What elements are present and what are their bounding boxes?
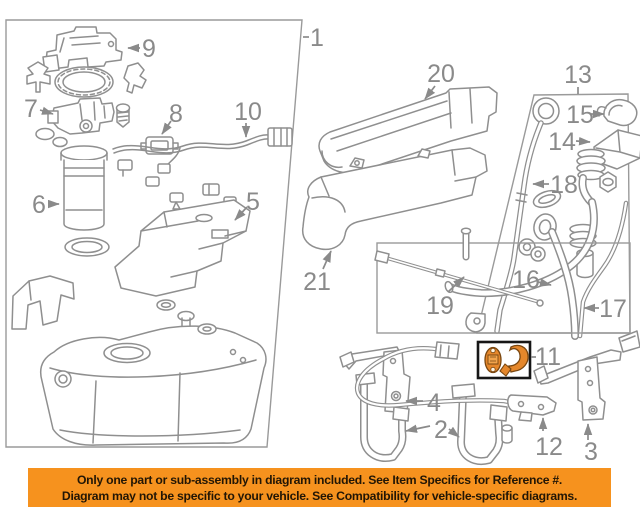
callout-11: 11: [535, 343, 561, 371]
clamp-grommet-drawing: [518, 189, 597, 279]
callout-2: 2: [434, 416, 448, 444]
part-5-shield-drawing: [114, 199, 251, 297]
callout-13: 13: [564, 61, 592, 89]
callout-1: 1: [310, 24, 324, 52]
callout-3: 3: [584, 438, 598, 466]
part-9-bracket-drawing: [42, 26, 123, 73]
callout-9: 9: [142, 35, 156, 63]
part-7-valve-drawing: [47, 97, 115, 135]
arch-bracket-drawing: [11, 275, 75, 330]
small-bolt-drawing: [501, 424, 513, 444]
tank-lock-ring-drawing: [54, 66, 114, 98]
callout-numbers: 1 2 3 4 5 6 7 8 9 10 11 12 13 14 15 16 1…: [24, 24, 627, 466]
part-20-tray-drawing: [318, 86, 498, 174]
part-3-bracket-drawing: [533, 330, 640, 421]
part-11-hook-drawing: [499, 344, 529, 377]
assembly-box-19: [376, 242, 631, 334]
small-clips-drawing: [117, 159, 237, 210]
part-15-clip-drawing: [596, 98, 638, 127]
caption-line-2: Diagram may not be specific to your vehi…: [61, 488, 578, 503]
callout-19: 19: [426, 292, 454, 320]
part-16-filler-hose-drawing: [444, 198, 598, 340]
callout-8: 8: [169, 100, 183, 128]
part-18-vent-tube-drawing: [494, 97, 560, 334]
callout-16: 16: [512, 266, 540, 294]
callout-10: 10: [234, 98, 262, 126]
part-17-vent-hose-drawing: [577, 200, 629, 339]
callout-15: 15: [566, 101, 594, 129]
callout-17: 17: [599, 295, 627, 323]
hose-stub-drawing: [460, 227, 472, 261]
retainer-clip-drawing: [26, 61, 147, 94]
assembly-box-1: [5, 19, 303, 448]
caption-bar: Only one part or sub-assembly in diagram…: [28, 468, 611, 507]
callout-21: 21: [303, 268, 331, 296]
part-2-strap-right-drawing: [451, 383, 508, 465]
callout-18: 18: [550, 171, 578, 199]
part-10-harness-drawing: [112, 127, 293, 174]
caption-line-1: Only one part or sub-assembly in diagram…: [76, 472, 563, 487]
fuel-tank-drawing: [39, 299, 267, 446]
callout-12: 12: [535, 433, 563, 461]
part-12-tube-drawing: [354, 341, 557, 422]
seal-caps-drawing: [35, 127, 68, 148]
part-21-tray-drawing: [301, 147, 488, 251]
callout-7: 7: [24, 95, 38, 123]
callout-leaders: [39, 36, 605, 440]
small-bracket-drawing: [465, 312, 486, 333]
part-2-strap-left-drawing: [355, 372, 410, 462]
part-6-fuel-filter-drawing: [60, 145, 110, 257]
part-11-grommet-drawing: [484, 346, 502, 374]
callout-6: 6: [32, 191, 46, 219]
highlighted-part-11: [476, 340, 532, 380]
callout-4: 4: [427, 389, 441, 417]
callout-14: 14: [548, 128, 576, 156]
callout-5: 5: [246, 188, 260, 216]
bolt-drawing: [115, 103, 131, 128]
callout-20: 20: [427, 60, 455, 88]
